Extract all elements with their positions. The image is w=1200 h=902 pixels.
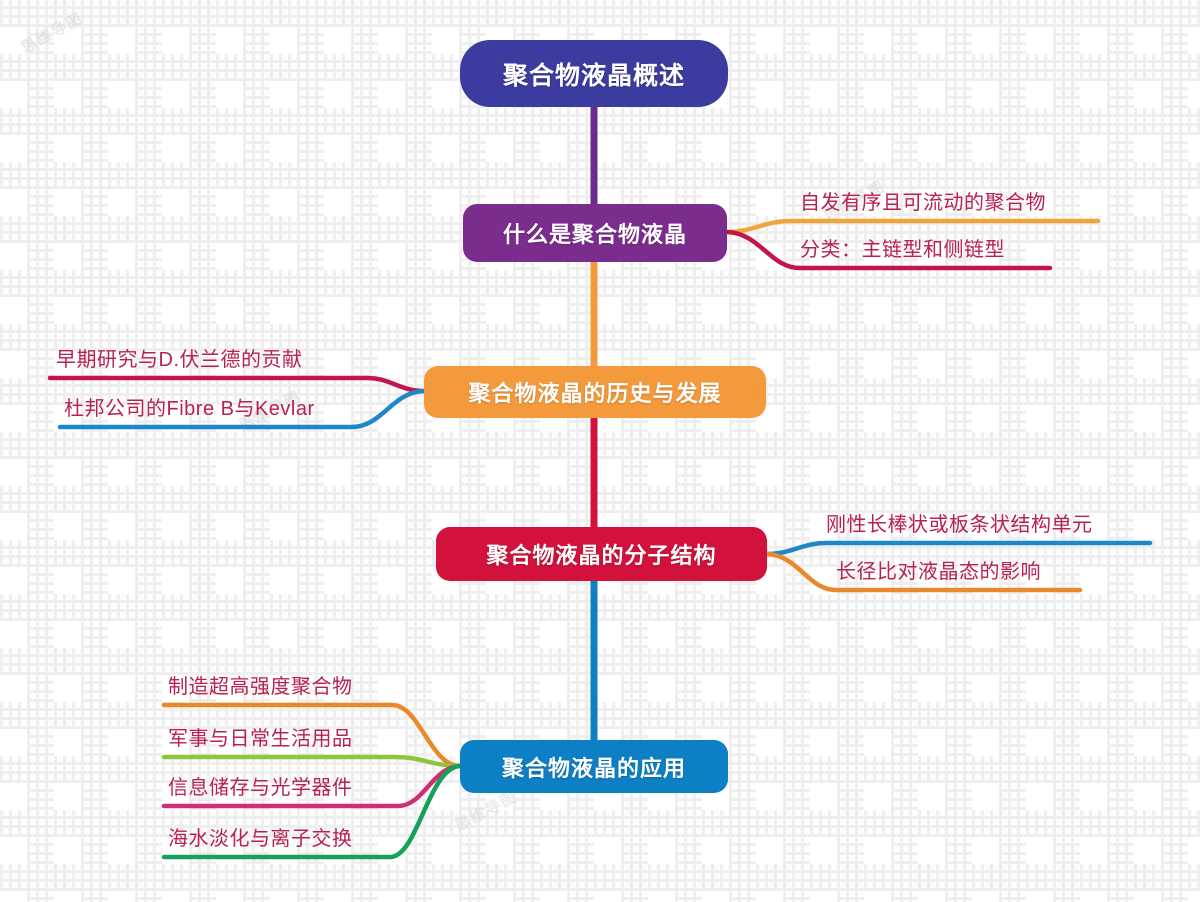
- branch-label-node3-1[interactable]: 长径比对液晶态的影响: [836, 561, 1041, 583]
- branch-line-node3-0: [764, 540, 1153, 557]
- branch-label-node4-2[interactable]: 信息储存与光学器件: [168, 777, 353, 799]
- branch-label-node3-0[interactable]: 刚性长棒状或板条状结构单元: [826, 514, 1093, 536]
- branch-line-node4-1: [161, 754, 463, 769]
- branch-line-node1-0: [724, 218, 1101, 235]
- root-node[interactable]: 聚合物液晶概述: [460, 40, 728, 107]
- node-label: 聚合物液晶的应用: [501, 755, 686, 781]
- branch-label-node4-0[interactable]: 制造超高强度聚合物: [168, 676, 353, 698]
- branch-line-node2-0: [47, 375, 427, 394]
- node-molecular-structure[interactable]: 聚合物液晶的分子结构: [436, 527, 767, 581]
- node-label: 什么是聚合物液晶: [502, 222, 687, 247]
- branch-label-node1-0[interactable]: 自发有序且可流动的聚合物: [800, 192, 1046, 214]
- node-history-and-development[interactable]: 聚合物液晶的历史与发展: [424, 366, 766, 418]
- node-label: 聚合物液晶的历史与发展: [468, 381, 722, 406]
- root-node-label: 聚合物液晶概述: [502, 61, 685, 90]
- branch-label-node2-1[interactable]: 杜邦公司的Fibre B与Kevlar: [64, 398, 315, 420]
- branch-label-node4-3[interactable]: 海水淡化与离子交换: [168, 828, 353, 850]
- node-label: 聚合物液晶的分子结构: [486, 543, 717, 568]
- node-what-is-polymer-lc[interactable]: 什么是聚合物液晶: [463, 204, 727, 262]
- branch-label-node2-0[interactable]: 早期研究与D.伏兰德的贡献: [56, 349, 303, 371]
- watermark: 思维导图: [18, 9, 87, 57]
- branch-label-node4-1[interactable]: 军事与日常生活用品: [168, 728, 353, 750]
- branch-label-node1-1[interactable]: 分类：主链型和侧链型: [800, 239, 1005, 261]
- node-applications[interactable]: 聚合物液晶的应用: [460, 740, 728, 793]
